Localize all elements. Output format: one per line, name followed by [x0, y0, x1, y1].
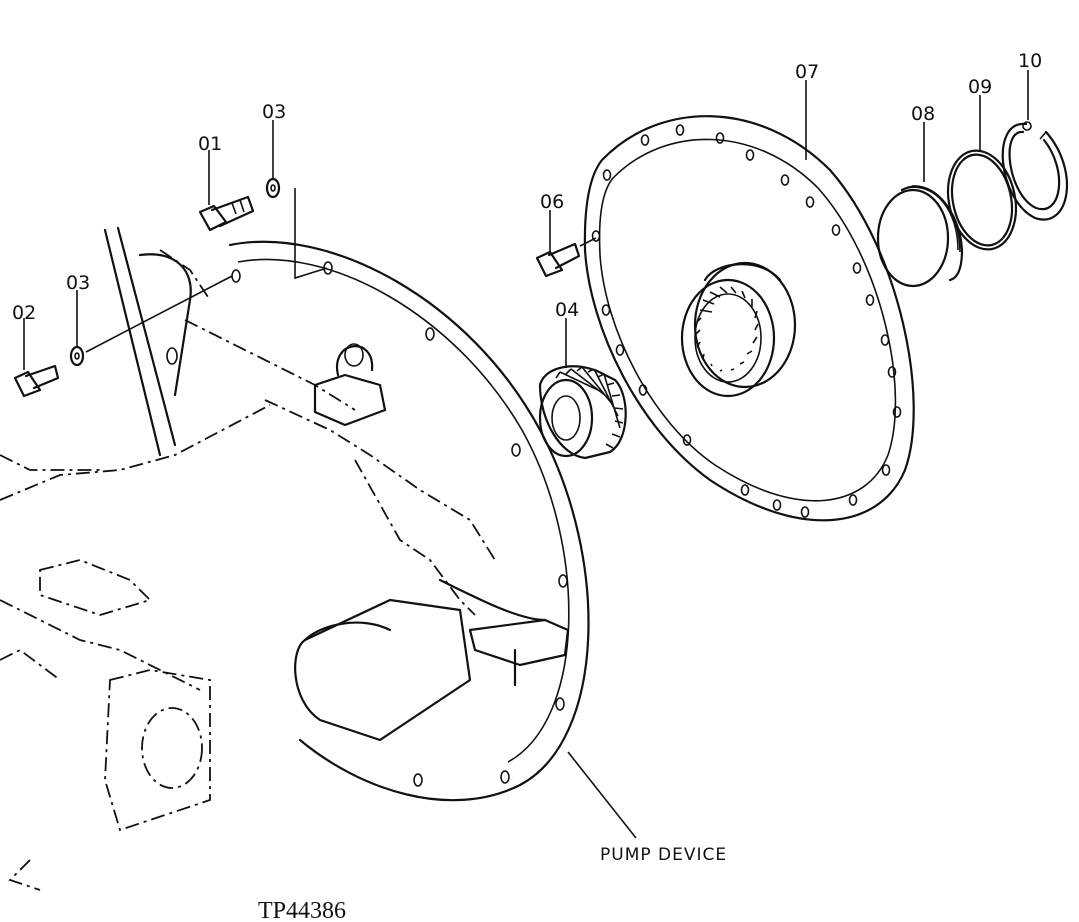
coupling-key [468, 618, 570, 667]
label-03-top: 03 [262, 101, 286, 123]
hub-outer [693, 261, 797, 389]
pump-device [0, 226, 590, 891]
lifting-block [313, 373, 387, 427]
o-ring-09 [946, 149, 1018, 251]
washer-03-lower [69, 345, 85, 367]
gear-04 [538, 365, 627, 460]
snap-ring-10 [1001, 121, 1068, 221]
figure-code: TP44386 [258, 898, 346, 922]
label-08: 08 [911, 103, 935, 125]
pump-flange-outline [228, 240, 590, 802]
label-04: 04 [555, 299, 579, 321]
label-09: 09 [968, 76, 992, 98]
flange-plate-07 [583, 115, 915, 522]
cap-08 [876, 185, 964, 288]
plate-bolt-holes [591, 124, 902, 518]
label-01: 01 [198, 133, 222, 155]
bolt-02 [13, 364, 60, 398]
label-06: 06 [540, 191, 564, 213]
washer-03-top [265, 177, 281, 199]
coupling-shaft [294, 598, 472, 742]
label-02: 02 [12, 302, 36, 324]
label-03-lower: 03 [66, 272, 90, 294]
bolt-06 [535, 242, 581, 278]
label-07: 07 [795, 61, 819, 83]
pump-flange-inner [237, 258, 570, 763]
bracket-bar [103, 228, 162, 457]
pump-device-label: PUMP DEVICE [600, 845, 727, 865]
pump-flange-holes [231, 261, 568, 787]
bolt-01 [198, 195, 255, 232]
label-10: 10 [1018, 50, 1042, 72]
